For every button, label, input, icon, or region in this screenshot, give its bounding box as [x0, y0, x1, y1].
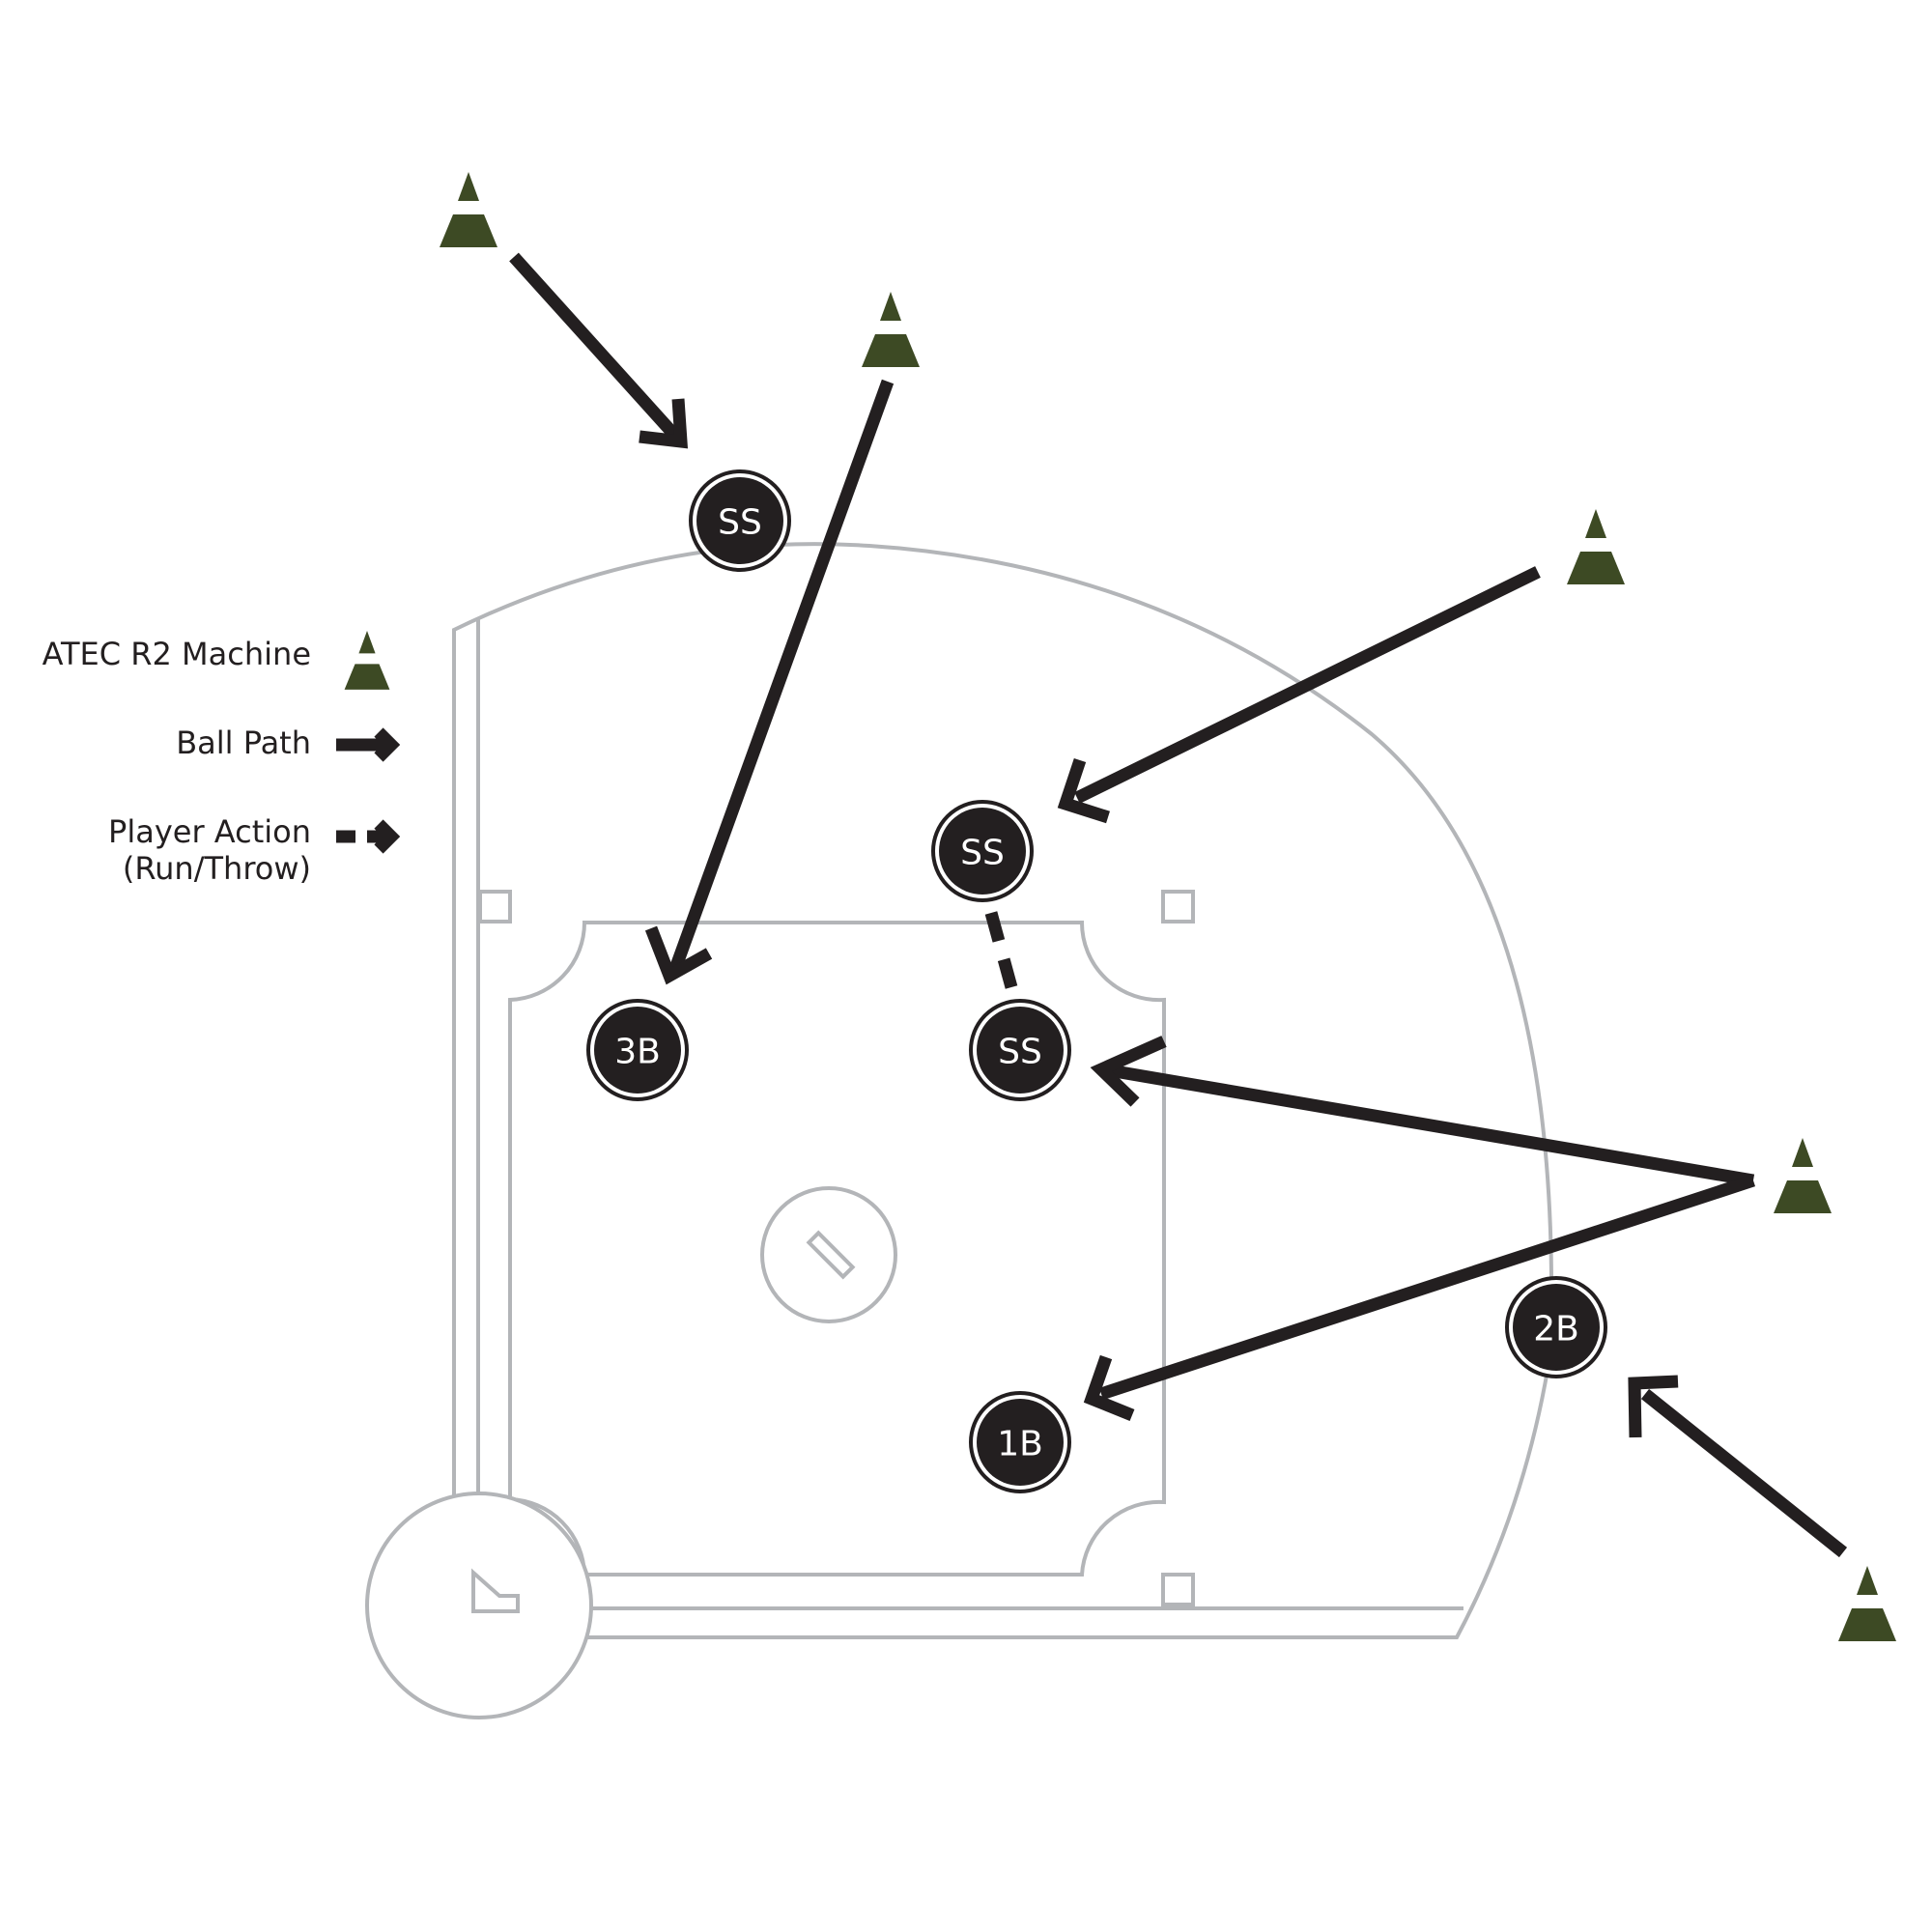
- player-label: SS: [960, 834, 1005, 873]
- ball-path-line: [1074, 566, 1541, 804]
- player-label: 2B: [1533, 1310, 1579, 1350]
- players: SS SS SS 3B 1B 2B: [586, 469, 1607, 1493]
- dashed-arrow-icon: [336, 819, 401, 854]
- atec-r2-machine-icon: [1774, 1138, 1832, 1213]
- atec-r2-machine-icon: [344, 631, 390, 690]
- player-label: SS: [998, 1033, 1042, 1072]
- player-third-base: 3B: [586, 999, 689, 1101]
- ball-path-arrowhead: [1628, 1375, 1679, 1438]
- third-base-bag: [478, 890, 512, 923]
- pitchers-mound: [760, 1186, 897, 1323]
- ball-path-line: [1640, 1388, 1848, 1558]
- first-base-bag: [1161, 1573, 1195, 1606]
- legend-player-action-sub-label: (Run/Throw): [123, 850, 311, 887]
- player-ss-deep: SS: [689, 469, 791, 572]
- ball-path-line: [1098, 1174, 1756, 1401]
- ball-path-arrowhead: [1083, 1354, 1135, 1422]
- baseball-field: [365, 542, 1554, 1719]
- player-second-base: 2B: [1505, 1276, 1607, 1378]
- ball-path-line: [509, 252, 679, 440]
- atec-r2-machines: [440, 172, 1896, 1641]
- atec-r2-machine-icon: [1838, 1566, 1896, 1641]
- ball-paths: [509, 252, 1848, 1558]
- ball-path-arrowhead: [644, 925, 713, 985]
- second-base-bag: [1161, 890, 1195, 923]
- ball-path-arrowhead: [1057, 757, 1110, 824]
- ball-path-line: [668, 379, 895, 972]
- player-first-base: 1B: [969, 1391, 1071, 1493]
- legend-ball-path-label: Ball Path: [176, 724, 311, 761]
- home-plate-icon: [471, 1568, 520, 1613]
- home-plate-circle: [365, 1492, 593, 1719]
- legend-machine-label: ATEC R2 Machine: [43, 636, 311, 672]
- atec-r2-machine-icon: [1567, 509, 1625, 584]
- player-label: 1B: [997, 1425, 1043, 1464]
- ball-path-arrowhead: [1090, 1036, 1167, 1107]
- player-ss-inner: SS: [969, 999, 1071, 1101]
- ball-path-line: [1107, 1064, 1755, 1187]
- solid-arrow-icon: [336, 727, 401, 762]
- atec-r2-machine-icon: [862, 292, 920, 367]
- player-action-line: [984, 911, 1018, 989]
- player-ss-mid: SS: [931, 800, 1034, 902]
- atec-r2-machine-icon: [440, 172, 497, 247]
- pitchers-rubber: [806, 1230, 856, 1280]
- ball-path-arrowhead: [639, 398, 689, 449]
- legend: ATEC R2 Machine Ball Path Player Action …: [43, 631, 401, 887]
- player-label: 3B: [614, 1033, 661, 1072]
- player-label: SS: [718, 503, 762, 543]
- legend-player-action-label: Player Action: [108, 813, 311, 850]
- infield-outline: [508, 921, 1166, 1577]
